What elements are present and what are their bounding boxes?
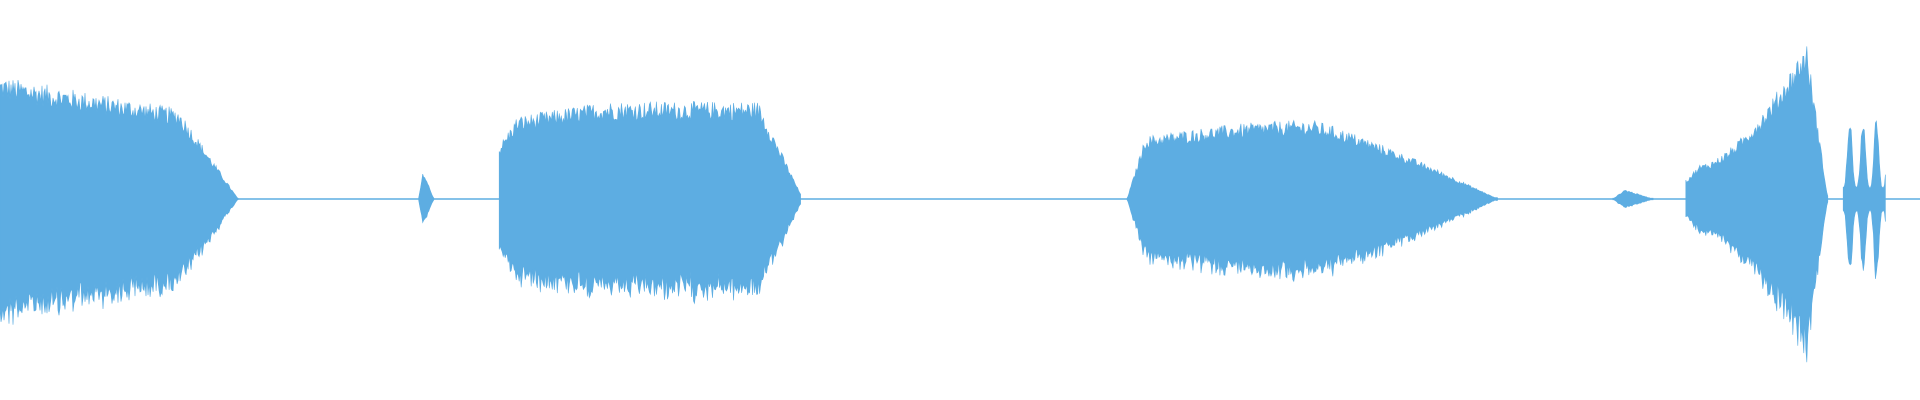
waveform-segment-5 bbox=[1612, 190, 1654, 208]
waveform-segment-7 bbox=[1842, 120, 1886, 280]
waveform-segment-6 bbox=[1685, 46, 1829, 363]
waveform-segments bbox=[0, 46, 1886, 363]
waveform-segment-2 bbox=[418, 174, 435, 224]
waveform-segment-3 bbox=[498, 100, 801, 305]
waveform-segment-1 bbox=[0, 79, 239, 325]
waveform-segment-4 bbox=[1126, 119, 1498, 283]
